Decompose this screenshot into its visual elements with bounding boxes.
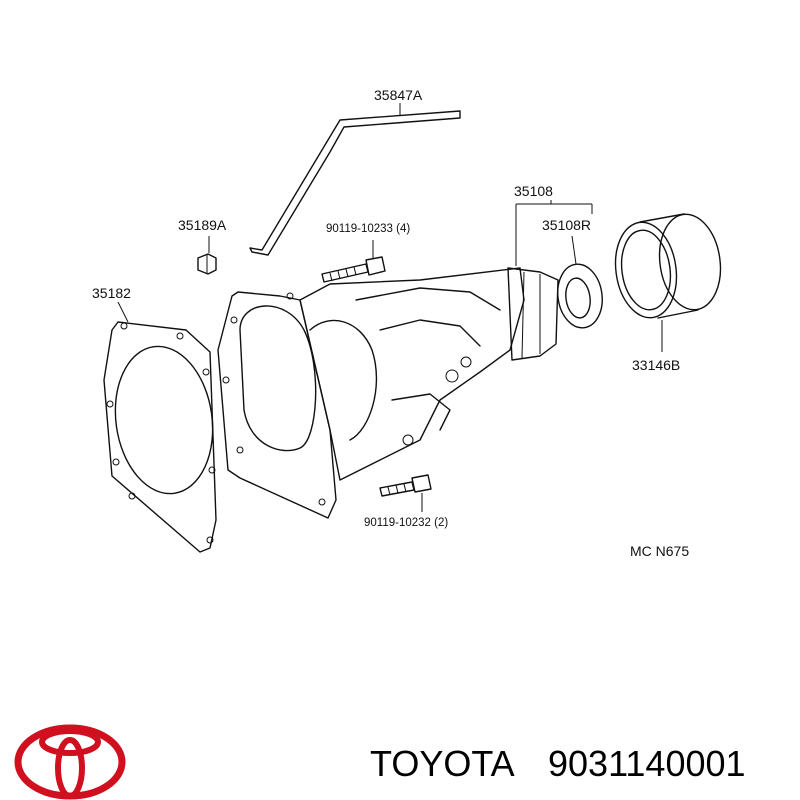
brand-name: TOYOTA — [370, 743, 515, 784]
gasket — [103, 301, 217, 553]
oil-seal — [557, 235, 603, 329]
dust-deflector — [614, 213, 722, 352]
extension-housing — [217, 200, 593, 519]
label-breather-hose: 35847A — [374, 87, 423, 103]
toyota-logo-icon — [14, 724, 126, 800]
breather-hose — [249, 103, 461, 256]
label-gasket: 35182 — [92, 285, 131, 301]
plug — [197, 236, 217, 275]
label-bolt-lower: 90119-10232 (2) — [364, 517, 448, 529]
label-plug: 35189A — [178, 217, 227, 233]
bolt-lower — [379, 474, 432, 512]
bolt-upper — [321, 240, 386, 283]
label-bolt-upper: 90119-10233 (4) — [326, 223, 410, 235]
label-extension-housing: 35108 — [514, 183, 553, 199]
label-dust-deflector: 33146B — [632, 357, 680, 373]
diagram-code: MC N675 — [630, 543, 689, 559]
label-oil-seal: 35108R — [542, 217, 591, 233]
part-number: 9031140001 — [548, 743, 746, 784]
